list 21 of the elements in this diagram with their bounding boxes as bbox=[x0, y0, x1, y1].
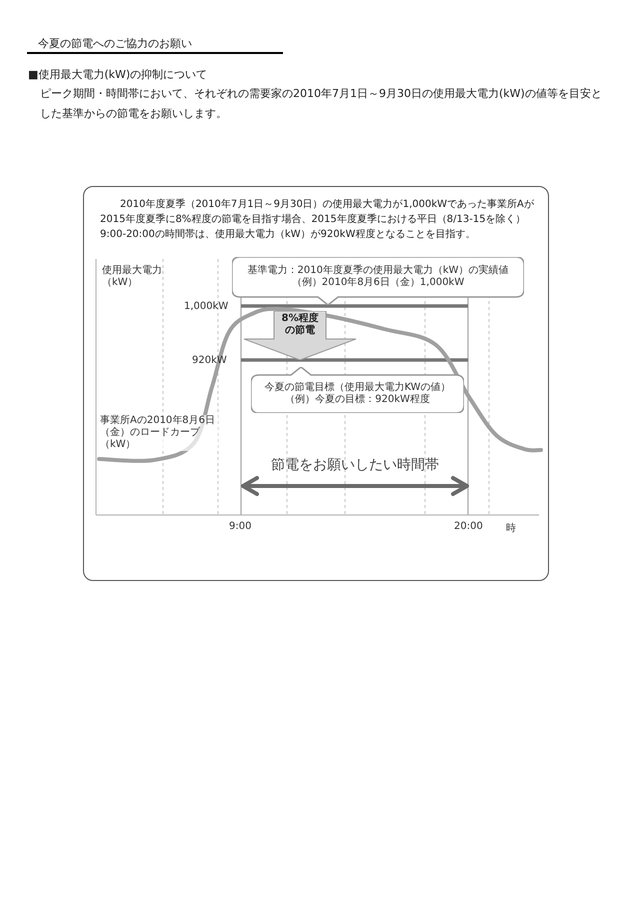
section-heading: ■使用最大電力(kW)の抑制について bbox=[28, 67, 208, 83]
callout-text: （例）2010年8月6日（金）1,000kW bbox=[292, 277, 464, 290]
tick-label: 20:00 bbox=[454, 520, 483, 534]
callout-bubble bbox=[232, 257, 524, 305]
axis-unit: 時 bbox=[506, 522, 516, 536]
callout-text: 今夏の節電目標（使用最大電力KWの値） bbox=[264, 382, 451, 394]
tick-label: 9:00 bbox=[229, 520, 252, 534]
chart-panel bbox=[83, 186, 549, 581]
page-title: 今夏の節電へのご協力のお願い bbox=[38, 36, 192, 52]
span-label: 節電をお願いしたい時間帯 bbox=[270, 456, 440, 475]
down-arrow-shape bbox=[244, 311, 356, 360]
tick-label: 920kW bbox=[192, 354, 227, 368]
axis-title: 使用最大電力（kW） bbox=[102, 265, 163, 289]
panel-description: 2010年度夏季（2010年7月1日～9月30日）の使用最大電力が1,000kWであった事業所Aが2015年度夏季に8%程度の節電を目指す場合、2015年度夏季における平日（8/13-15を除く）9:00-20:00の時間帯は、使用最大電力（kW）が920kW程度となることを目指す。 bbox=[100, 198, 535, 242]
callout-bubble bbox=[251, 367, 464, 413]
arrow-text: 8%程度の節電 bbox=[280, 313, 320, 337]
callout-text: 基準電力：2010年度夏季の使用最大電力（kW）の実績値 bbox=[247, 264, 509, 277]
body-paragraph: ピーク期間・時間帯において、それぞれの需要家の2010年7月1日～9月30日の使用最大電力(kW)の値等を目安とした基準からの節電をお願いします。 bbox=[40, 86, 603, 122]
tick-label: 1,000kW bbox=[184, 300, 228, 314]
series-label: 事業所Aの2010年8月6日（金）のロードカーブ（kW） bbox=[100, 415, 218, 451]
callout-text: （例）今夏の目標：920kW程度 bbox=[285, 394, 430, 406]
